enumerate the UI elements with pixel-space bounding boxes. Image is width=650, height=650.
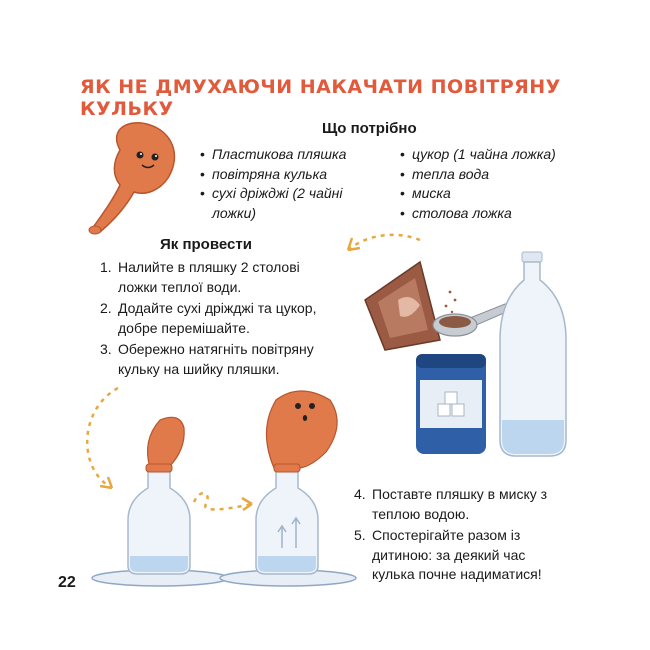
instructions-heading: Як провести: [160, 236, 252, 253]
material-item: миска: [400, 184, 600, 204]
inflated-balloon-bottle-icon: [219, 390, 357, 587]
materials-list-left: Пластикова пляшка повітряна кулька сухі …: [200, 145, 375, 223]
step-item: 4.Поставте пляшку в миску з теплою водою…: [354, 486, 548, 522]
material-item: сухі дріжджі (2 чайні ложки): [200, 184, 375, 223]
step-item: 1.Налийте в пляшку 2 столові ложки тепло…: [100, 259, 300, 295]
material-item: цукор (1 чайна ложка): [400, 145, 600, 165]
sugar-jar-icon: [416, 354, 486, 454]
dashed-arrow-icon: [85, 386, 119, 490]
steps-list-bottom: 4.Поставте пляшку в миску з теплою водою…: [354, 485, 569, 587]
bottle-with-balloon-icon: [91, 416, 229, 587]
materials-list-right: цукор (1 чайна ложка) тепла вода миска с…: [400, 145, 600, 223]
page-title: ЯК НЕ ДМУХАЮЧИ НАКАЧАТИ ПОВІТРЯНУ КУЛЬКУ: [80, 76, 561, 120]
step-item: 5.Спостерігайте разом із дитиною: за дея…: [354, 527, 542, 582]
dashed-arrow-icon: [192, 492, 253, 511]
balloon-icon: [88, 122, 176, 235]
steps-list-top: 1.Налийте в пляшку 2 столові ложки тепло…: [100, 258, 335, 381]
step-item: 3.Обережно натягніть повітряну кульку на…: [100, 341, 314, 377]
materials-heading: Що потрібно: [322, 120, 417, 137]
water-bottle-icon: [499, 251, 567, 457]
step-item: 2.Додайте сухі дріжджі та цукор, добре п…: [100, 300, 317, 336]
material-item: повітряна кулька: [200, 165, 375, 185]
material-item: столова ложка: [400, 204, 600, 224]
yeast-packet-icon: [364, 260, 457, 351]
material-item: Пластикова пляшка: [200, 145, 375, 165]
page-number: 22: [58, 574, 76, 591]
material-item: тепла вода: [400, 165, 600, 185]
